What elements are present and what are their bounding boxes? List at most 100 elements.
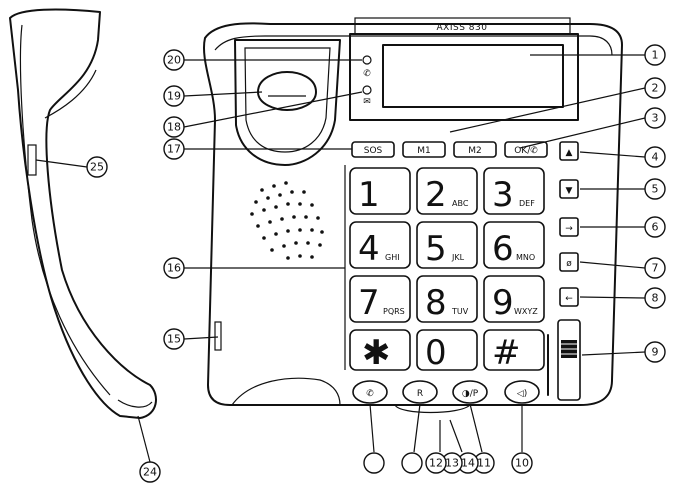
envelope-icon: ✉ xyxy=(363,97,371,107)
key-star[interactable] xyxy=(349,329,411,371)
svg-text:5: 5 xyxy=(652,183,659,196)
memory-button[interactable] xyxy=(559,287,579,307)
key-hash[interactable] xyxy=(483,329,545,371)
message-led xyxy=(362,85,372,95)
handsfree-button[interactable] xyxy=(352,380,388,404)
key-letters: MNO xyxy=(516,253,535,262)
svg-text:3: 3 xyxy=(652,112,659,125)
key-1[interactable] xyxy=(349,167,411,215)
key-letters: PQRS xyxy=(383,307,405,316)
svg-text:17: 17 xyxy=(167,143,181,156)
svg-text:8: 8 xyxy=(652,292,659,305)
svg-text:6: 6 xyxy=(652,221,659,234)
mute-icon: ø xyxy=(566,259,572,269)
key-letters: ABC xyxy=(452,199,469,208)
callout-12: 12 xyxy=(425,452,447,474)
callout-16: 16 xyxy=(163,257,185,279)
callout-blank-2 xyxy=(363,452,385,474)
callout-8: 8 xyxy=(644,287,666,309)
key-digit: 3 xyxy=(492,175,514,215)
up-icon: ▲ xyxy=(566,148,573,158)
key-digit: 1 xyxy=(358,175,380,215)
key-8[interactable] xyxy=(416,275,478,323)
ok-label: OK/✆ xyxy=(514,146,538,156)
key-5[interactable] xyxy=(416,221,478,269)
side-buttons: ▲ ▼ → ø ← xyxy=(547,141,581,401)
model-label: AXISS 830 xyxy=(437,23,488,33)
speaker-grille xyxy=(250,181,324,260)
speaker-button[interactable] xyxy=(504,380,540,404)
recall-button[interactable] xyxy=(402,380,438,404)
callout-24: 24 xyxy=(139,461,161,483)
svg-text:25: 25 xyxy=(90,161,104,174)
callout-17: 17 xyxy=(163,138,185,160)
recall-label: R xyxy=(417,389,423,399)
ok-button[interactable] xyxy=(504,141,548,158)
phone-handset-icon: ✆ xyxy=(366,389,374,399)
phone-base xyxy=(203,22,623,414)
callout-5: 5 xyxy=(644,178,666,200)
m1-button[interactable] xyxy=(402,141,446,158)
callout-18: 18 xyxy=(163,116,185,138)
svg-text:9: 9 xyxy=(652,346,659,359)
key-digit: 9 xyxy=(492,283,514,323)
svg-text:19: 19 xyxy=(167,90,181,103)
key-letters: GHI xyxy=(385,253,400,262)
redial-icon: → xyxy=(565,224,573,234)
sos-label: SOS xyxy=(364,146,383,156)
key-letters: WXYZ xyxy=(514,307,538,316)
key-letters: JKL xyxy=(451,253,465,262)
svg-text:16: 16 xyxy=(167,262,181,275)
callout-2: 2 xyxy=(644,77,666,99)
key-2[interactable] xyxy=(416,167,478,215)
key-3[interactable] xyxy=(483,167,545,215)
key-digit: 7 xyxy=(358,283,380,323)
svg-text:10: 10 xyxy=(515,457,529,470)
key-0[interactable] xyxy=(416,329,478,371)
keypad: 1 2 ABC 3 DEF 4 GHI 5 JKL 6 MNO 7 PQRS 8… xyxy=(349,167,545,373)
handset-volume-switch[interactable] xyxy=(27,144,37,176)
key-6[interactable] xyxy=(483,221,545,269)
svg-text:24: 24 xyxy=(143,466,157,479)
volume-slider[interactable] xyxy=(557,319,581,401)
key-digit: 5 xyxy=(425,229,447,269)
m2-button[interactable] xyxy=(453,141,497,158)
call-led xyxy=(362,55,372,65)
key-7[interactable] xyxy=(349,275,411,323)
callout-3: 3 xyxy=(644,107,666,129)
svg-text:1: 1 xyxy=(652,49,659,62)
callout-14: 14 xyxy=(457,452,479,474)
callout-blank-1 xyxy=(401,452,423,474)
callouts: 1 2 3 4 5 6 7 8 9 10 11 14 13 12 15 16 1… xyxy=(86,44,666,483)
callout-25: 25 xyxy=(86,156,108,178)
redial-button[interactable] xyxy=(559,217,579,237)
mute-pause-label: ◑/P xyxy=(462,389,479,399)
down-icon: ▼ xyxy=(566,186,573,196)
memory-icon: ← xyxy=(565,294,573,304)
key-digit: 8 xyxy=(425,283,447,323)
down-button[interactable] xyxy=(559,179,579,199)
key-9[interactable] xyxy=(483,275,545,323)
delete-button[interactable] xyxy=(559,252,579,272)
callout-7: 7 xyxy=(644,257,666,279)
hook-switch[interactable] xyxy=(257,71,317,111)
key-letters: TUV xyxy=(451,307,469,316)
callout-13: 13 xyxy=(441,452,463,474)
callout-6: 6 xyxy=(644,216,666,238)
callout-4: 4 xyxy=(644,146,666,168)
key-letters: DEF xyxy=(519,199,535,208)
key-digit: 0 xyxy=(425,333,447,373)
callout-10: 10 xyxy=(511,452,533,474)
key-4[interactable] xyxy=(349,221,411,269)
key-digit: 6 xyxy=(492,229,514,269)
mute-pause-button[interactable] xyxy=(452,380,488,404)
svg-text:7: 7 xyxy=(652,262,659,275)
up-button[interactable] xyxy=(559,141,579,161)
phone-handset-icon: ✆ xyxy=(363,69,371,79)
leader-lines xyxy=(35,54,646,463)
svg-text:18: 18 xyxy=(167,121,181,134)
display-unit: AXISS 830 ✆ ✉ xyxy=(349,17,579,121)
side-jack xyxy=(214,321,222,351)
lcd-screen xyxy=(382,44,564,108)
